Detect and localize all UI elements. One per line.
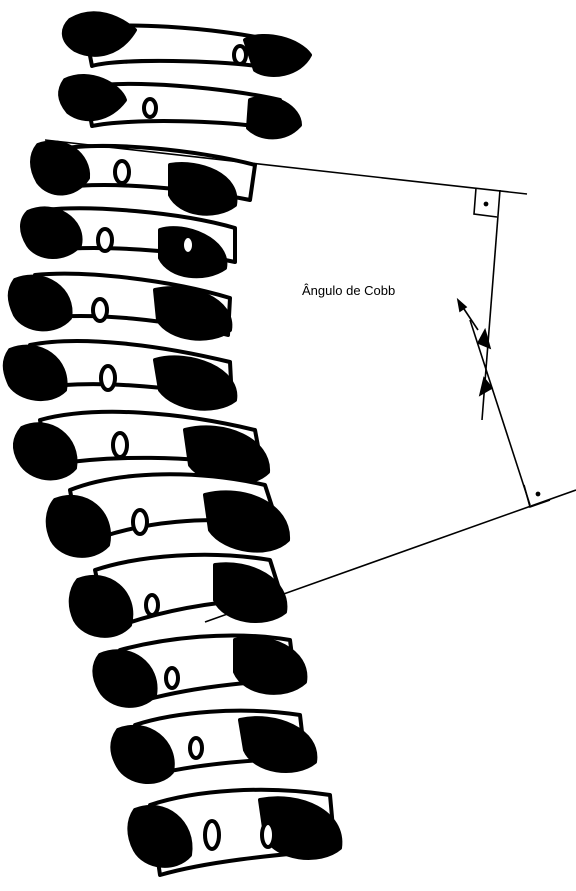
vertebra-7 bbox=[15, 412, 268, 483]
vertebra-12 bbox=[129, 790, 340, 875]
vertebra-8 bbox=[48, 474, 288, 556]
vertebra-4 bbox=[22, 208, 235, 276]
lower-perpendicular-line bbox=[470, 320, 530, 505]
spine-illustration bbox=[5, 13, 341, 875]
vertebra-3 bbox=[32, 142, 255, 213]
vertebra-11 bbox=[112, 711, 315, 782]
vertebra-9 bbox=[71, 555, 286, 636]
label-arrow-line bbox=[462, 306, 478, 330]
vertebra-5 bbox=[10, 274, 231, 339]
vertebra-6 bbox=[5, 341, 236, 409]
cobb-angle-label: Ângulo de Cobb bbox=[302, 283, 395, 298]
upper-right-angle-marker bbox=[474, 188, 497, 217]
vertebra-1 bbox=[64, 13, 310, 75]
vertebra-2 bbox=[60, 76, 300, 137]
vertebra-10 bbox=[94, 635, 305, 705]
